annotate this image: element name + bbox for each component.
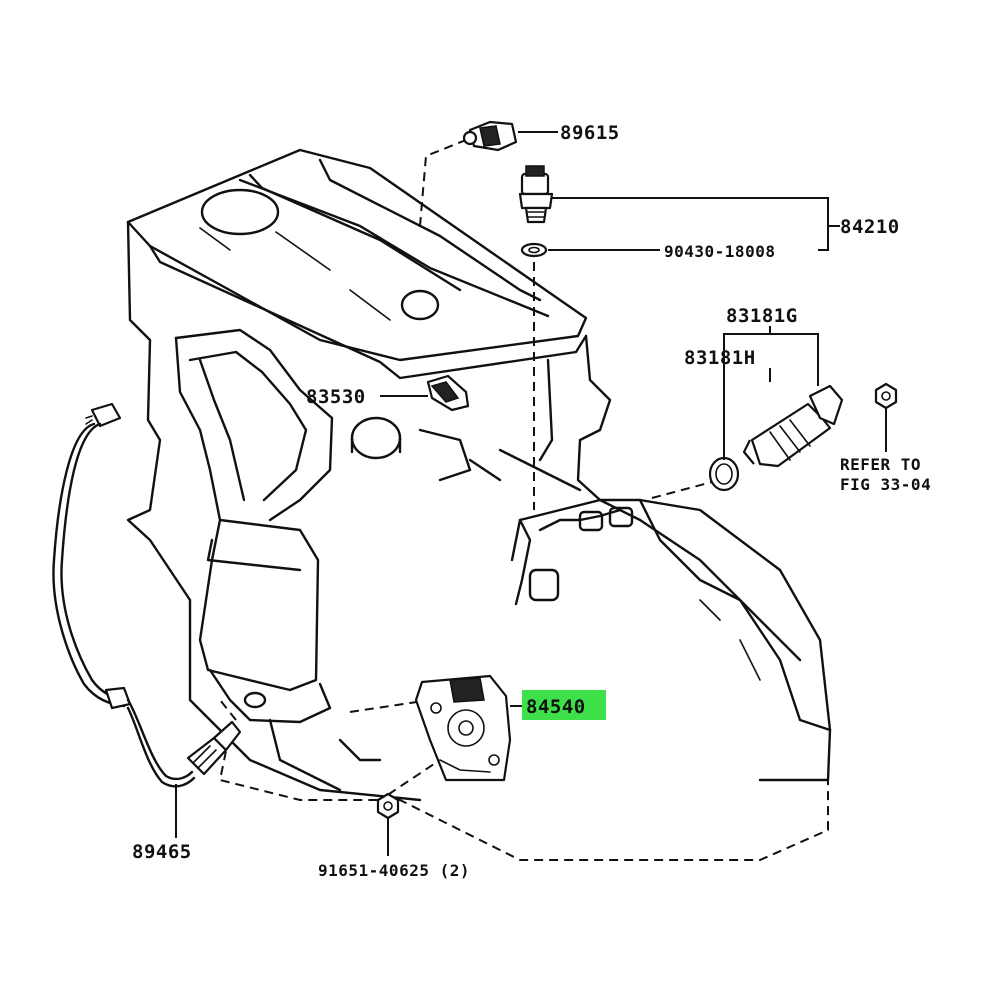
- label-84540[interactable]: 84540: [526, 696, 586, 718]
- engine-assembly: [126, 148, 832, 802]
- label-83181h[interactable]: 83181H: [684, 347, 756, 369]
- label-90430[interactable]: 90430-18008: [664, 242, 775, 261]
- label-91651[interactable]: 91651-40625 (2): [318, 861, 470, 880]
- sensor-83530[interactable]: [426, 374, 470, 412]
- highlight-84540: [522, 690, 606, 720]
- nut-right[interactable]: [874, 382, 898, 410]
- label-83530[interactable]: 83530: [306, 386, 366, 408]
- label-84210[interactable]: 84210: [840, 216, 900, 238]
- leader-lines: [175, 131, 887, 856]
- o-ring[interactable]: [708, 456, 740, 492]
- label-89465[interactable]: 89465: [132, 841, 192, 863]
- label-refer-line2[interactable]: FIG 33-04: [840, 475, 931, 494]
- label-83181g[interactable]: 83181G: [726, 305, 798, 327]
- label-89615[interactable]: 89615: [560, 122, 620, 144]
- label-refer-line1: REFER TO: [840, 455, 921, 474]
- sensor-89615[interactable]: [462, 120, 518, 152]
- nut-91651[interactable]: [376, 792, 400, 820]
- callout-labels: 89615 84210 90430-18008 83181G 83181H 83…: [132, 122, 931, 880]
- washer-90430[interactable]: [520, 242, 548, 258]
- switch-84210[interactable]: [518, 165, 554, 224]
- oxygen-sensor-89465[interactable]: [52, 402, 242, 788]
- speed-sensor-83181[interactable]: [742, 384, 844, 468]
- neutral-switch-84540[interactable]: [414, 674, 512, 782]
